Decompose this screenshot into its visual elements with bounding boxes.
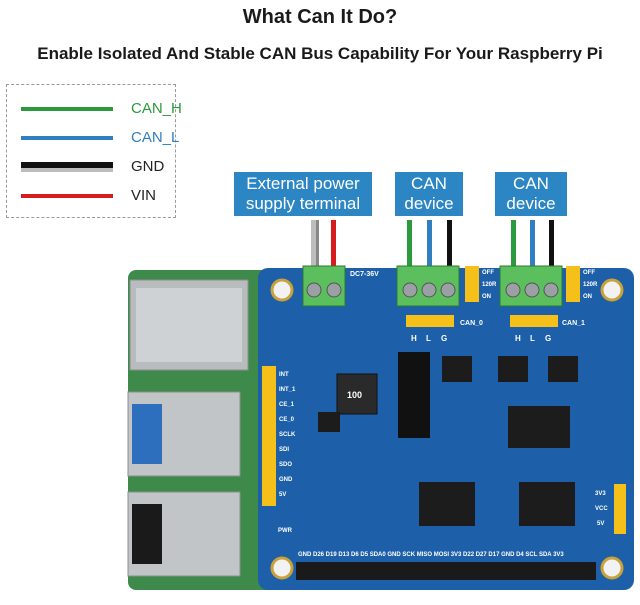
legend-item-can-l: CAN_L — [21, 128, 179, 148]
can0-l-label: L — [426, 334, 431, 343]
callout-line-1: CAN — [513, 174, 549, 193]
switch-label-120r: 120R — [482, 282, 497, 288]
can1-termination-jumper — [566, 266, 580, 302]
can-transceiver-0 — [419, 482, 475, 526]
gpio-labels-top-row: GND D26 D19 D13 D6 D5 SDA0 GND SCK MISO … — [298, 552, 564, 558]
left-pin-label: CE_0 — [279, 417, 295, 423]
legend-item-vin: VIN — [21, 186, 171, 206]
can-h-wire-swatch — [21, 107, 113, 111]
power-inductor — [336, 373, 378, 415]
switch-label-on: ON — [583, 294, 592, 300]
legend-label-vin: VIN — [131, 187, 157, 204]
callout-line-1: CAN — [411, 174, 447, 193]
callout-line-1: External power — [246, 174, 360, 193]
dc-voltage-label: DC7-36V — [350, 271, 379, 278]
can0-g-label: G — [441, 334, 447, 343]
label-3v3: 3V3 — [595, 491, 606, 497]
left-pin-label: SDO — [279, 462, 292, 468]
legend-label-can-l: CAN_L — [131, 129, 180, 146]
left-pin-label: SCLK — [279, 432, 296, 438]
vin-wire-swatch — [21, 194, 113, 198]
left-pin-label: INT_1 — [279, 387, 296, 393]
gpio-labels-bottom-row: D21 D20 D16 GND D12 GND SCL0 CE1 CE0 D25… — [298, 592, 554, 598]
legend-item-gnd: GND — [21, 157, 171, 177]
can0-device-callout: CAN device — [395, 172, 463, 216]
isolation-module — [398, 352, 430, 438]
can1-l-label: L — [530, 334, 535, 343]
can1-wires — [511, 220, 554, 272]
mounting-hole — [270, 556, 294, 580]
left-pin-label: GND — [279, 477, 293, 483]
label-vcc: VCC — [595, 506, 608, 512]
can0-label: CAN_0 — [460, 320, 483, 327]
left-pin-label: INT — [279, 372, 289, 378]
can-controller-chip — [508, 406, 570, 448]
can1-label: CAN_1 — [562, 320, 585, 327]
legend-label-gnd: GND — [131, 158, 165, 175]
legend-item-can-h: CAN_H — [21, 99, 182, 119]
can1-device-callout: CAN device — [495, 172, 567, 216]
voltage-select-header — [614, 484, 626, 534]
switch-label-on: ON — [482, 294, 491, 300]
can-transceiver-1 — [519, 482, 575, 526]
can-l-wire-swatch — [21, 136, 113, 140]
callout-line-2: device — [404, 194, 454, 213]
switch-label-off: OFF — [583, 270, 595, 276]
legend-label-can-h: CAN_H — [131, 100, 182, 117]
left-pin-label: CE_1 — [279, 402, 295, 408]
can1-h-label: H — [515, 334, 521, 343]
power-wires — [311, 220, 336, 272]
callout-line-2: device — [506, 194, 556, 213]
left-pin-label: 5V — [279, 492, 286, 498]
callout-line-2: supply terminal — [245, 194, 361, 213]
switch-label-off: OFF — [482, 270, 494, 276]
can0-wires — [407, 220, 452, 272]
mounting-hole — [600, 556, 624, 580]
page-subtitle: Enable Isolated And Stable CAN Bus Capab… — [37, 44, 603, 63]
can1-pin-header — [510, 315, 558, 327]
can0-h-label: H — [411, 334, 417, 343]
can0-termination-jumper — [465, 266, 479, 302]
mounting-hole — [600, 278, 624, 302]
switch-label-120r: 120R — [583, 282, 598, 288]
inductor-label: 100 — [347, 390, 362, 400]
label-5v: 5V — [597, 521, 604, 527]
can0-pin-header — [406, 315, 454, 327]
page-title: What Can It Do? — [242, 6, 398, 28]
left-pin-label: SDI — [279, 447, 289, 453]
can1-g-label: G — [545, 334, 551, 343]
wire-legend: CAN_H CAN_L GND VIN — [6, 84, 182, 218]
left-pin-header — [262, 366, 276, 506]
gnd-wire-swatch — [21, 162, 113, 168]
power-terminal-callout: External power supply terminal — [234, 172, 372, 216]
pwr-label: PWR — [278, 528, 293, 534]
gpio-header — [296, 562, 596, 580]
mounting-hole — [270, 278, 294, 302]
